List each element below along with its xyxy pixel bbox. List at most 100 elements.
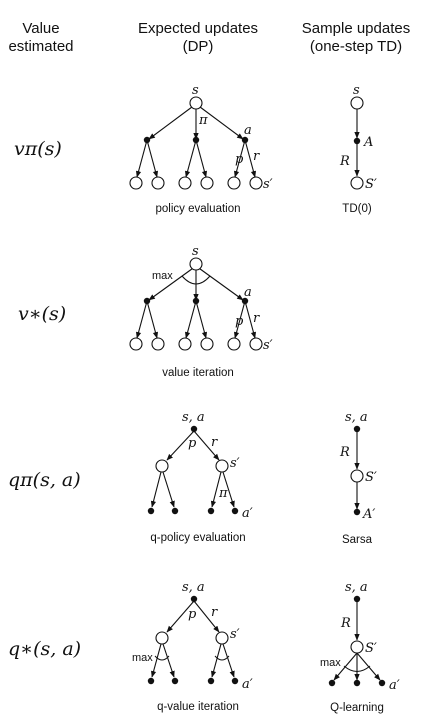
row3-s-prime-label: s′ (230, 456, 240, 471)
row1-root-state (189, 96, 203, 110)
header-expected-line1: Expected updates (137, 20, 259, 37)
row2-s-prime-label: s′ (263, 338, 273, 353)
header-sample-line2: (one-step TD) (309, 38, 403, 55)
row4-sample-max-label: max (320, 657, 341, 669)
header-expected-line2: (DP) (182, 38, 214, 55)
row3-next-state (155, 459, 169, 473)
row2-next-state (129, 337, 143, 351)
row2-action-node (192, 297, 200, 305)
row1-next-state (200, 176, 214, 190)
row1-pi-label: π (198, 113, 208, 128)
header-value-line2: estimated (8, 38, 74, 55)
row2-dp-tree: s max a p r s′ (129, 244, 273, 353)
row3-p-label: p (188, 436, 197, 451)
row4-value-label: q∗(s, a) (8, 638, 81, 660)
row4-sample-caption: Q-learning (330, 702, 384, 714)
header-sample-updates: Sample updates (one-step TD) (290, 20, 422, 56)
row3-a-prime-label: a′ (242, 506, 253, 521)
row1-a-label: a (244, 123, 252, 138)
row1-sample-S-prime-label: S′ (365, 177, 377, 192)
row1-dp-caption: policy evaluation (155, 203, 240, 215)
row4-sample-a-prime-label: a′ (389, 678, 400, 693)
row3-next-action (147, 507, 155, 515)
row2-next-state (200, 337, 214, 351)
row1-action-node (143, 136, 151, 144)
row3-sample-action (353, 425, 361, 433)
row3-s-a-label: s, a (182, 410, 205, 425)
row3-root-action (190, 425, 198, 433)
row4-next-action (171, 677, 179, 685)
row2-root-state (189, 257, 203, 271)
row4-dp-tree: s, a p r s′ max a′ (132, 580, 253, 692)
row1-next-state (129, 176, 143, 190)
row3-r-label: r (211, 435, 218, 450)
row4-next-state (215, 631, 229, 645)
row1-sample-action (353, 137, 361, 145)
row3-next-action (231, 507, 239, 515)
row2-action-node (143, 297, 151, 305)
row1-next-state (249, 176, 263, 190)
row2-value-label: v∗(s) (18, 303, 66, 325)
row1-sample-caption: TD(0) (342, 203, 372, 215)
row4-sample-S-prime-label: S′ (365, 641, 377, 656)
row4-sample-s-a-label: s, a (345, 580, 368, 595)
row4-next-state (155, 631, 169, 645)
row1-sample-s-label: s (353, 83, 360, 98)
row1-sample-next-state (350, 176, 364, 190)
row3-sample-chain: s, a R S′ A′ (339, 410, 377, 522)
row4-sample-next-action (378, 679, 386, 687)
row2-next-state (178, 337, 192, 351)
row1-sample-R-label: R (339, 154, 350, 169)
row3-dp-tree: s, a p r s′ π a′ (147, 410, 253, 521)
row4-next-action (147, 677, 155, 685)
row3-next-state (215, 459, 229, 473)
row2-action-node (241, 297, 249, 305)
row1-s-label: s (192, 83, 199, 98)
row1-next-state (178, 176, 192, 190)
row1-s-prime-label: s′ (263, 177, 273, 192)
row3-sample-A-prime-label: A′ (362, 507, 375, 522)
row3-value-label: qπ(s, a) (8, 469, 81, 491)
row1-r-label: r (253, 149, 260, 164)
row4-sample-R-label: R (340, 616, 351, 631)
row1-value-label: vπ(s) (14, 138, 62, 160)
row4-dp-caption: q-value iteration (157, 701, 239, 713)
row2-next-state (249, 337, 263, 351)
row2-s-label: s (192, 244, 199, 259)
row1-action-node (192, 136, 200, 144)
row4-next-action (231, 677, 239, 685)
row3-sample-next-action (353, 508, 361, 516)
row1-action-node (241, 136, 249, 144)
row1-p-label: p (235, 152, 244, 167)
row4-sample-next-state (350, 640, 364, 654)
row3-sample-s-a-label: s, a (345, 410, 368, 425)
row3-sample-S-prime-label: S′ (365, 470, 377, 485)
row2-max-label: max (152, 270, 173, 282)
header-expected-updates: Expected updates (DP) (118, 20, 278, 56)
row3-sample-R-label: R (339, 445, 350, 460)
row4-root-action (190, 595, 198, 603)
row2-r-label: r (253, 311, 260, 326)
row3-next-action (171, 507, 179, 515)
row4-s-prime-label: s′ (230, 627, 240, 642)
row1-sample-chain: s A R S′ (339, 83, 377, 192)
row2-dp-caption: value iteration (162, 367, 234, 379)
row4-sample-next-action (353, 679, 361, 687)
header-sample-line1: Sample updates (301, 20, 411, 37)
row2-next-state (227, 337, 241, 351)
row4-a-prime-label: a′ (242, 677, 253, 692)
row1-sample-A-label: A (363, 135, 373, 150)
row4-r-label: r (211, 605, 218, 620)
row1-next-state (151, 176, 165, 190)
row3-dp-caption: q-policy evaluation (150, 532, 245, 544)
row2-a-label: a (244, 285, 252, 300)
row4-max-label: max (132, 652, 153, 664)
row3-pi-label: π (218, 486, 228, 501)
row4-next-action (207, 677, 215, 685)
header-value-estimated: Value estimated (0, 20, 82, 56)
row2-next-state (151, 337, 165, 351)
row3-sample-caption: Sarsa (342, 534, 373, 546)
row4-p-label: p (188, 607, 197, 622)
row4-s-a-label: s, a (182, 580, 205, 595)
